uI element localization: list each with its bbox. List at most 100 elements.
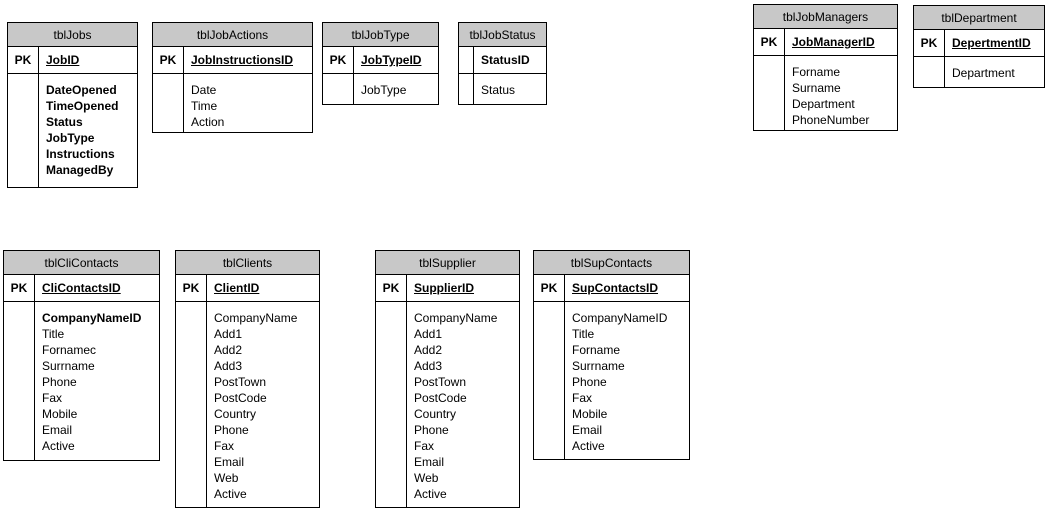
- pk-field-name: JobManagerID: [785, 29, 897, 55]
- field-name: CompanyName: [214, 311, 298, 325]
- field-name: Phone: [42, 375, 77, 389]
- pk-label: PK: [914, 30, 945, 56]
- field-name: Active: [414, 487, 447, 501]
- pk-column-spacer: [8, 74, 39, 187]
- field-name: Department: [952, 66, 1015, 80]
- pk-field-name: DepertmentID: [945, 30, 1044, 56]
- table-title: tblJobStatus: [459, 23, 546, 47]
- field-name: Mobile: [572, 407, 608, 421]
- pk-field-name: JobID: [39, 47, 137, 73]
- pk-row: PK CliContactsID: [4, 275, 159, 302]
- field-name: Country: [414, 407, 457, 421]
- field-list: Department: [945, 57, 1044, 87]
- pk-field-text: SupContactsID: [572, 281, 659, 295]
- pk-column-spacer: [176, 302, 207, 507]
- pk-column-spacer: [323, 74, 354, 104]
- pk-field-name: JobInstructionsID: [184, 47, 312, 73]
- field-name: JobType: [46, 131, 95, 145]
- table-tblJobStatus[interactable]: tblJobStatus StatusID Status: [458, 22, 547, 105]
- pk-row: PK SupplierID: [376, 275, 519, 302]
- table-tblDepartment[interactable]: tblDepartment PK DepertmentID Department: [913, 5, 1045, 88]
- pk-column-spacer: [459, 74, 474, 104]
- field-name: Fax: [42, 391, 63, 405]
- field-list: Status: [474, 74, 546, 104]
- table-title: tblJobs: [8, 23, 137, 47]
- table-tblJobType[interactable]: tblJobType PK JobTypeID JobType: [322, 22, 439, 105]
- pk-column-spacer: [754, 56, 785, 130]
- pk-row: PK JobTypeID: [323, 47, 438, 74]
- pk-field-text: JobID: [46, 53, 80, 67]
- pk-field-text: SupplierID: [414, 281, 475, 295]
- field-name: Department: [792, 97, 855, 111]
- pk-label: [459, 47, 474, 73]
- pk-row: PK DepertmentID: [914, 30, 1044, 57]
- field-name: Email: [414, 455, 445, 469]
- field-name: Add2: [214, 343, 243, 357]
- pk-row: StatusID: [459, 47, 546, 74]
- field-name: Surrname: [42, 359, 95, 373]
- field-name: PostCode: [214, 391, 267, 405]
- field-name: Web: [214, 471, 239, 485]
- pk-row: PK JobInstructionsID: [153, 47, 312, 74]
- field-list: JobType: [354, 74, 438, 104]
- field-name: Active: [42, 439, 75, 453]
- table-tblSupContacts[interactable]: tblSupContacts PK SupContactsID CompanyN…: [533, 250, 690, 460]
- field-name: Add1: [214, 327, 243, 341]
- pk-label: PK: [153, 47, 184, 73]
- table-tblCliContacts[interactable]: tblCliContacts PK CliContactsID CompanyN…: [3, 250, 160, 461]
- field-name: Email: [214, 455, 245, 469]
- field-name: TimeOpened: [46, 99, 119, 113]
- field-name: Forname: [792, 65, 841, 79]
- pk-field-name: StatusID: [474, 47, 546, 73]
- table-title: tblClients: [176, 251, 319, 275]
- pk-column-spacer: [153, 74, 184, 132]
- field-name: Phone: [214, 423, 249, 437]
- pk-column-spacer: [4, 302, 35, 460]
- field-name: Email: [572, 423, 603, 437]
- field-name: Surname: [792, 81, 841, 95]
- pk-field-text: JobManagerID: [792, 35, 875, 49]
- field-name: PostTown: [214, 375, 267, 389]
- pk-column-spacer: [914, 57, 945, 87]
- pk-label: PK: [534, 275, 565, 301]
- field-name: Add3: [414, 359, 443, 373]
- field-name: Surrname: [572, 359, 625, 373]
- pk-label: PK: [8, 47, 39, 73]
- pk-field-name: SupContactsID: [565, 275, 689, 301]
- field-name: Instructions: [46, 147, 115, 161]
- field-name: PhoneNumber: [792, 113, 870, 127]
- field-name: Fax: [214, 439, 235, 453]
- pk-column-spacer: [534, 302, 565, 459]
- table-title: tblDepartment: [914, 6, 1044, 30]
- pk-field-text: StatusID: [481, 53, 530, 67]
- pk-field-text: DepertmentID: [952, 36, 1031, 50]
- field-name: Web: [414, 471, 439, 485]
- table-body: Status: [459, 74, 546, 104]
- field-name: Time: [191, 99, 218, 113]
- pk-field-name: JobTypeID: [354, 47, 438, 73]
- field-name: Mobile: [42, 407, 78, 421]
- table-title: tblJobManagers: [754, 5, 897, 29]
- field-name: Title: [42, 327, 65, 341]
- table-title: tblSupplier: [376, 251, 519, 275]
- pk-column-spacer: [376, 302, 407, 507]
- field-name: DateOpened: [46, 83, 117, 97]
- field-name: Action: [191, 115, 225, 129]
- field-name: Forname: [572, 343, 621, 357]
- table-title: tblJobType: [323, 23, 438, 47]
